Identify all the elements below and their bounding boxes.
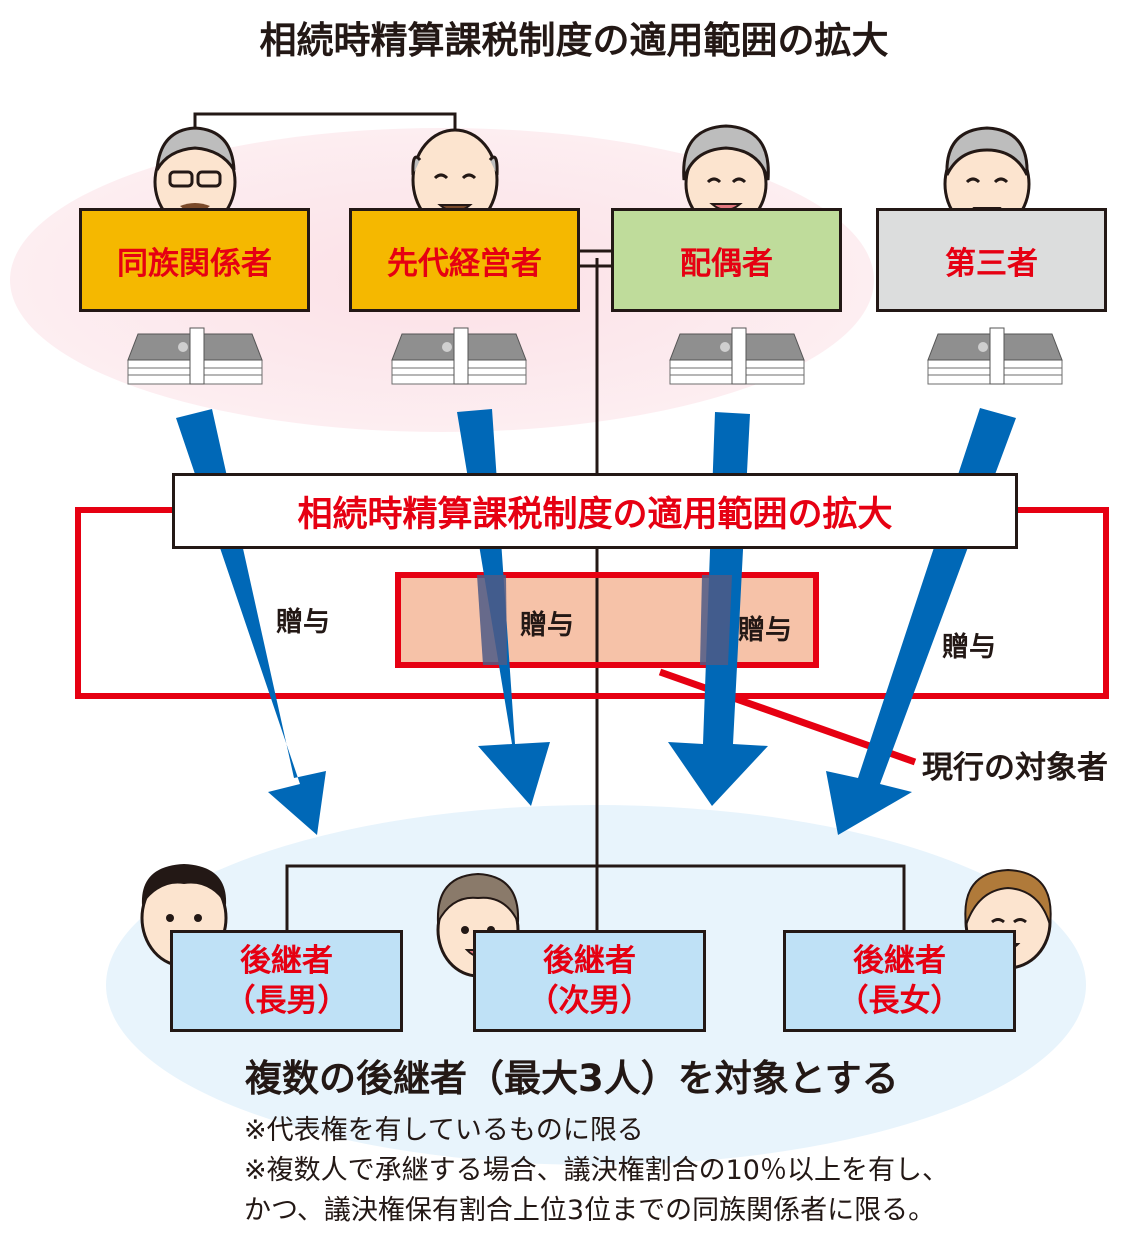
- heir-box-eldest-son: 後継者 （長男）: [170, 930, 403, 1032]
- current-target-box: [395, 572, 819, 668]
- gift-label-third-party: 贈与: [942, 632, 996, 663]
- giver-box-relatives: 同族関係者: [79, 208, 310, 312]
- giver-box-spouse: 配偶者: [611, 208, 842, 312]
- gift-label-relatives: 贈与: [276, 607, 330, 638]
- note-1: ※代表権を有しているものに限る: [244, 1115, 644, 1146]
- gift-label-former-manager: 贈与: [520, 610, 574, 641]
- giver-box-former-manager: 先代経営者: [349, 208, 580, 312]
- gift-label-spouse: 贈与: [738, 615, 792, 646]
- expanded-scope-title: 相続時精算課税制度の適用範囲の拡大: [172, 473, 1018, 549]
- page-title: 相続時精算課税制度の適用範囲の拡大: [259, 19, 889, 62]
- money-stack-icon: [669, 327, 805, 385]
- note-3: かつ、議決権保有割合上位3位までの同族関係者に限る。: [244, 1195, 936, 1226]
- heir-box-second-son: 後継者 （次男）: [473, 930, 706, 1032]
- current-target-label: 現行の対象者: [922, 750, 1108, 786]
- note-2: ※複数人で承継する場合、議決権割合の10％以上を有し、: [244, 1155, 949, 1186]
- money-stack-icon: [927, 327, 1063, 385]
- multi-heir-statement: 複数の後継者（最大3人）を対象とする: [245, 1057, 899, 1100]
- money-stack-icon: [391, 327, 527, 385]
- heir-box-eldest-daughter: 後継者 （長女）: [783, 930, 1016, 1032]
- giver-box-third-party: 第三者: [876, 208, 1107, 312]
- money-stack-icon: [127, 327, 263, 385]
